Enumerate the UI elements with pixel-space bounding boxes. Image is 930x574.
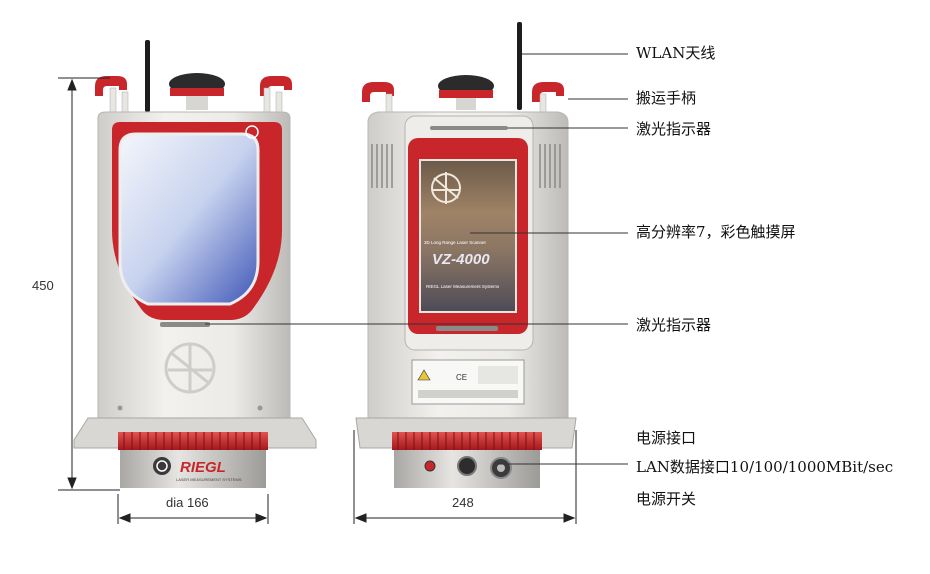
- handle-right-a: [362, 82, 394, 102]
- screen-title: 3D Long Range Laser Scanner: [424, 240, 487, 245]
- screen-model: VZ-4000: [432, 251, 490, 268]
- handle-left-a: [95, 76, 127, 96]
- height-dimension-label: 450: [32, 278, 54, 293]
- base-left: [120, 450, 266, 488]
- riegl-brand-subtitle: LASER MEASUREMENT SYSTEMS: [176, 477, 242, 482]
- warning-triangle: [417, 369, 431, 381]
- window-left: [118, 132, 260, 306]
- diameter-dimension-label: dia 166: [166, 495, 209, 510]
- laser-slit-top: [430, 126, 508, 130]
- logo-mark-left: [245, 125, 259, 139]
- vents-left-side: [371, 144, 393, 188]
- callout-touch-screen: 高分辨率7，彩色触摸屏: [636, 223, 796, 241]
- gps-puck-right-ring: [439, 90, 493, 98]
- ce-mark: CE: [456, 373, 467, 382]
- handle-left-post-d: [275, 91, 283, 115]
- riegl-base-logo-left: [153, 457, 171, 475]
- riegl-emblem-left: [164, 342, 216, 394]
- antenna-left: [145, 40, 150, 112]
- handle-left-post-b: [121, 91, 129, 115]
- gps-puck-left-stem: [186, 96, 208, 110]
- power-switch: [424, 460, 436, 472]
- callout-wlan-antenna: WLAN天线: [636, 44, 716, 62]
- callout-lan-connector: LAN数据接口10/100/1000MBit/sec: [636, 458, 894, 476]
- screw-left-b: [257, 405, 263, 411]
- callout-laser-pointer-top: 激光指示器: [636, 120, 712, 138]
- handle-left-post-c: [263, 87, 271, 115]
- label-plate-stripe: [418, 390, 518, 398]
- handle-right-post-a: [385, 93, 393, 115]
- scanner-right: 3D Long Range Laser Scanner VZ-4000 RIEG…: [355, 22, 577, 488]
- riegl-brand-text: RIEGL: [180, 459, 226, 476]
- laser-slit-left: [160, 322, 210, 327]
- label-plate-data: [478, 366, 518, 384]
- handle-left-post-a: [109, 87, 117, 115]
- callout-power-connector: 电源接口: [636, 429, 697, 447]
- callout-laser-pointer-bottom: 激光指示器: [636, 316, 712, 334]
- width-dimension-label: 248: [452, 495, 474, 510]
- handle-right-b: [532, 82, 564, 102]
- screen-emblem: [431, 172, 461, 204]
- touch-screen: [419, 159, 517, 313]
- ring-ticks-left: [123, 432, 261, 450]
- callout-leaders: [205, 53, 628, 465]
- scanner-left: RIEGL LASER MEASUREMENT SYSTEMS: [73, 40, 317, 488]
- callout-power-switch: 电源开关: [636, 490, 697, 508]
- gps-puck-right-stem: [456, 98, 476, 110]
- laser-slit-bottom: [436, 326, 498, 331]
- handle-right-post-b: [539, 93, 547, 115]
- screen-footer: RIEGL Laser Measurement Systems: [426, 284, 500, 289]
- lan-connector-inner: [497, 464, 505, 472]
- dimension-lines: [58, 77, 577, 524]
- gps-puck-left-ring: [170, 88, 224, 96]
- power-connector: [457, 456, 477, 476]
- antenna-right: [517, 22, 522, 110]
- screw-left-a: [117, 405, 123, 411]
- vents-right-side: [539, 144, 561, 188]
- riegl-base-logo-inner-left: [156, 460, 168, 472]
- callout-carry-handle: 搬运手柄: [636, 89, 697, 107]
- ring-ticks-right: [397, 432, 535, 450]
